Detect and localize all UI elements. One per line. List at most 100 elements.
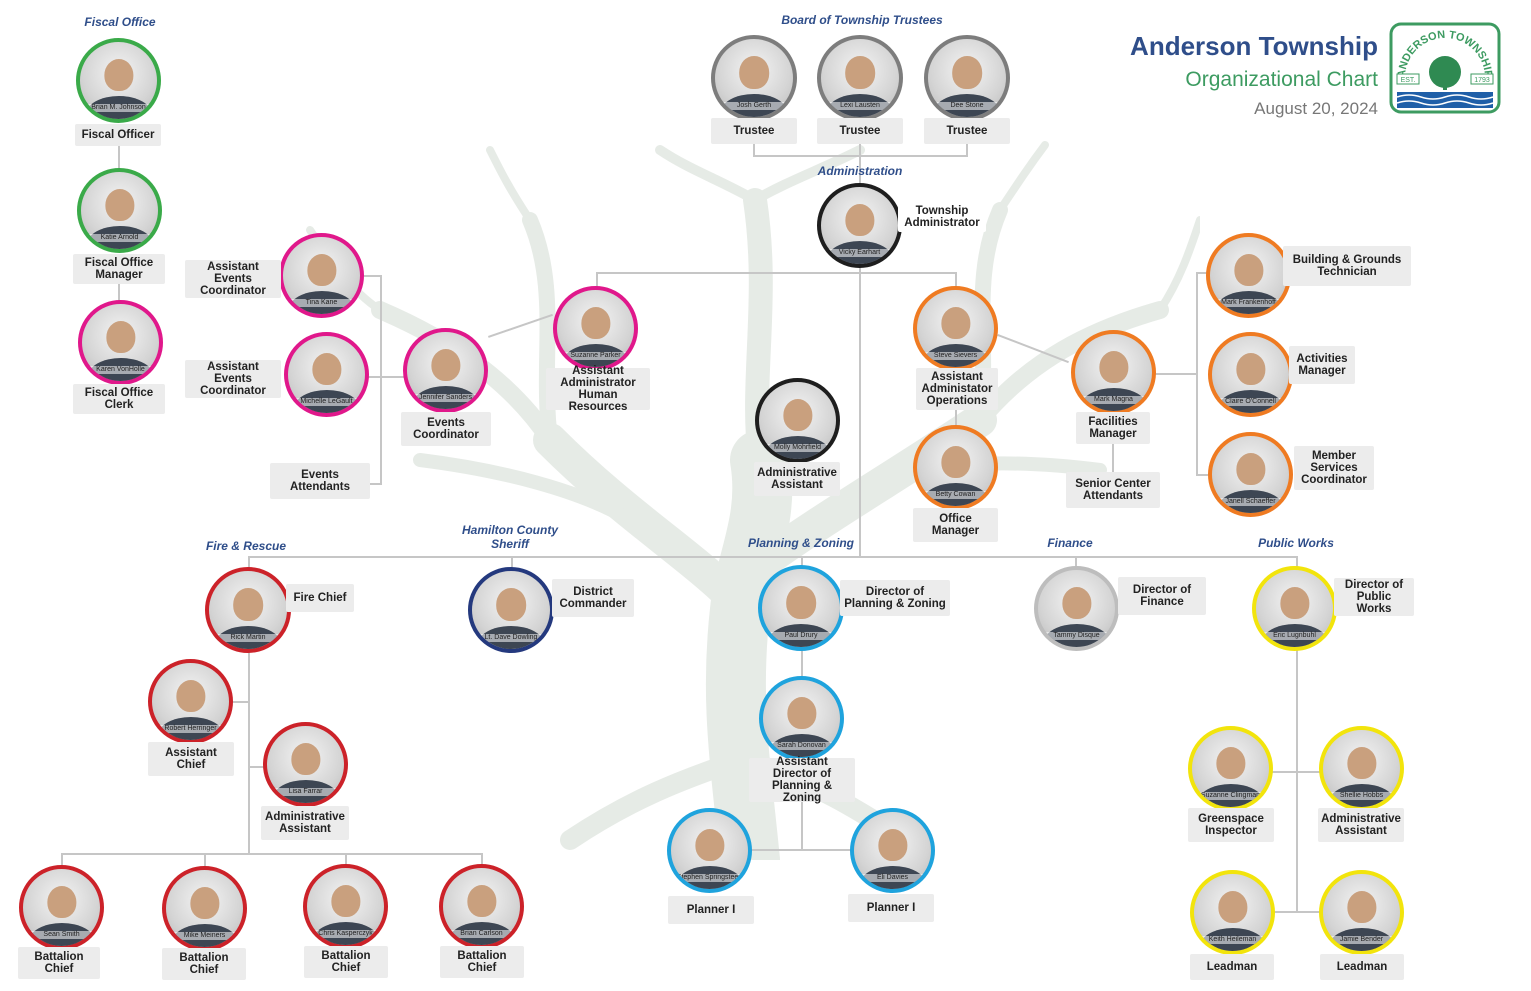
person-title: Fiscal Officer — [75, 124, 161, 146]
connector — [1196, 272, 1208, 274]
avatar: Brian Carlson — [439, 864, 524, 949]
person-title: Assistant Director of Planning & Zoning — [749, 756, 855, 804]
person-name: Robert Herringer — [152, 725, 229, 734]
person-name: Brian Carlson — [443, 930, 520, 939]
chart-date: August 20, 2024 — [1254, 99, 1378, 118]
person-name: Chris Kasperczyk — [307, 930, 384, 939]
avatar: Steve Sievers — [913, 286, 998, 371]
person-title: Assistant Administrator Human Resources — [546, 365, 650, 413]
person-title: Events Coordinator — [401, 412, 491, 446]
connector — [61, 853, 63, 867]
person-title: Trustee — [817, 118, 903, 144]
connector — [1296, 556, 1298, 570]
connector — [61, 853, 483, 855]
dept-fiscal-office: Fiscal Office — [84, 15, 156, 29]
avatar: Mark Frankenhoff — [1206, 233, 1291, 318]
connector — [1272, 771, 1322, 773]
connector — [1155, 373, 1197, 375]
person-title: Director of Finance — [1118, 577, 1206, 615]
person-name: Lisa Farrar — [267, 788, 344, 797]
avatar: Karen VonHolle — [78, 300, 163, 385]
person-name: Jamie Bender — [1323, 936, 1400, 945]
person-title: Activities Manager — [1289, 346, 1355, 384]
connector — [801, 556, 803, 568]
person-name: Stephen Springsteen — [671, 874, 748, 883]
dept-sheriff: Hamilton County Sheriff — [462, 523, 558, 551]
person-title: Planner I — [668, 896, 754, 924]
person-title: Assistant Events Coordinator — [185, 260, 281, 298]
person-title: Leadman — [1320, 954, 1404, 980]
person-name: Suzanne Parker — [557, 352, 634, 361]
person-name: Claire O'Connell — [1212, 398, 1289, 407]
avatar: Lt. Dave Dowling — [468, 567, 554, 653]
person-name: Brian M. Johnson — [80, 104, 157, 113]
connector — [1196, 474, 1208, 476]
avatar: Lisa Farrar — [263, 722, 348, 807]
connector — [248, 556, 1298, 558]
person-title: Assistant Chief — [148, 742, 234, 776]
person-name: Lt. Dave Dowling — [472, 633, 550, 642]
person-title: Battalion Chief — [440, 946, 524, 978]
avatar: Vicky Earhart — [817, 183, 902, 268]
connector — [118, 284, 120, 304]
connector — [511, 556, 513, 570]
person-name: Betty Cowan — [917, 491, 994, 500]
person-name: Steve Sievers — [917, 352, 994, 361]
avatar: Rick Martin — [205, 567, 291, 653]
person-name: Karen VonHolle — [82, 366, 159, 375]
logo-year: 1793 — [1474, 77, 1490, 84]
person-name: Sean Smith — [23, 931, 100, 940]
person-title: Facilities Manager — [1076, 412, 1150, 444]
avatar: Jennifer Sanders — [403, 328, 488, 413]
person-name: Tina Kane — [283, 299, 360, 308]
dept-finance: Finance — [1047, 536, 1093, 550]
connector — [481, 853, 483, 867]
connector — [248, 766, 264, 768]
chart-title: Anderson Township — [1130, 31, 1378, 61]
connector — [801, 648, 803, 678]
avatar: Betty Cowan — [913, 425, 998, 510]
person-title: Leadman — [1190, 954, 1274, 980]
connector — [248, 650, 250, 854]
avatar: Shellie Hobbs — [1319, 726, 1404, 811]
avatar: Claire O'Connell — [1208, 332, 1293, 417]
person-title: Building & Grounds Technician — [1283, 246, 1411, 286]
person-title: Fire Chief — [286, 584, 354, 612]
dept-public-works: Public Works — [1258, 536, 1334, 550]
avatar: Tammy Disque — [1034, 566, 1119, 651]
avatar: Sarah Donovan — [759, 676, 844, 761]
connector — [955, 408, 957, 428]
connector — [1112, 442, 1114, 472]
connector — [364, 275, 382, 277]
group-title: Senior Center Attendants — [1066, 472, 1160, 508]
avatar: Suzanne Parker — [553, 286, 638, 371]
avatar: Paul Drury — [758, 565, 844, 651]
person-title: Assistant Administator Operations — [916, 368, 998, 410]
person-name: Mike Meiners — [166, 932, 243, 941]
person-title: Director of Planning & Zoning — [840, 580, 950, 616]
connector — [118, 146, 120, 170]
person-title: Administrative Assistant — [1318, 808, 1404, 842]
person-name: Mark Magna — [1075, 396, 1152, 405]
person-title: Administrative Assistant — [261, 806, 349, 840]
connector — [753, 144, 755, 156]
connector — [204, 853, 206, 867]
person-name: Mark Frankenhoff — [1210, 299, 1287, 308]
person-name: Lexi Lausten — [821, 101, 899, 110]
person-name: Tammy Disque — [1038, 632, 1115, 641]
avatar: Eli Davies — [850, 808, 935, 893]
avatar: Janell Schaeffer — [1208, 432, 1293, 517]
connector — [955, 272, 957, 288]
connector — [596, 272, 598, 288]
avatar: Brian M. Johnson — [76, 38, 161, 123]
person-title: Battalion Chief — [18, 947, 100, 979]
person-title: Township Administrator — [898, 202, 986, 232]
person-title: Trustee — [711, 118, 797, 144]
connector — [370, 483, 382, 485]
connector — [1272, 911, 1322, 913]
person-title: Battalion Chief — [304, 946, 388, 978]
person-name: Suzanne Clingman — [1192, 792, 1269, 801]
person-name: Rick Martin — [209, 633, 287, 642]
connector — [859, 262, 861, 558]
